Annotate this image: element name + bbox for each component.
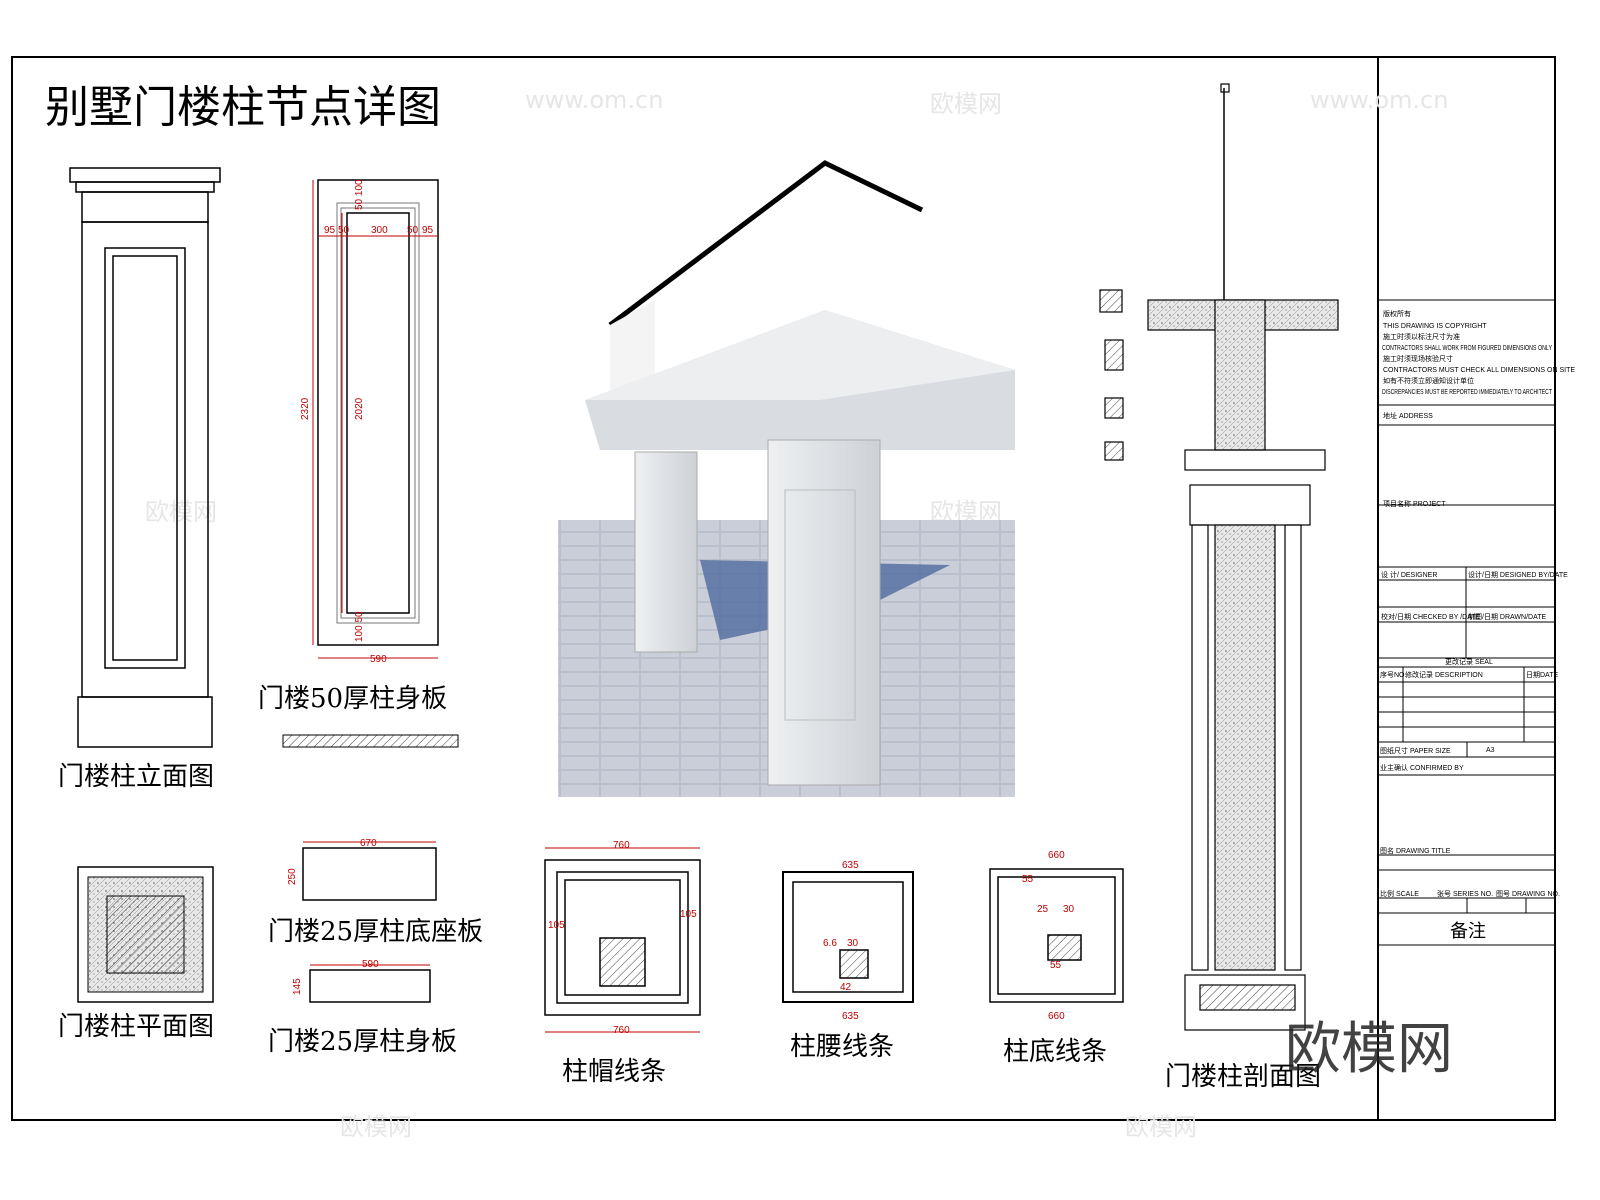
dim-2020: 2020 — [354, 397, 365, 420]
svg-text:设计/日期 DESIGNED BY/DATE: 设计/日期 DESIGNED BY/DATE — [1468, 570, 1568, 579]
svg-text:制图/日期 DRAWN/DATE: 制图/日期 DRAWN/DATE — [1468, 612, 1546, 621]
note3-en: DISCREPANCIES MUST BE REPORTED IMMEDIATE… — [1382, 389, 1553, 396]
svg-text:张号 SERIES NO.: 张号 SERIES NO. — [1437, 889, 1493, 898]
dim-2320: 2320 — [300, 397, 311, 420]
title-block-text: 版权所有 THIS DRAWING IS COPYRIGHT 施工时须以标注尺寸… — [1380, 309, 1575, 942]
dim-42: 42 — [840, 982, 852, 993]
column-plan — [77, 866, 214, 1003]
base-moulding: 660 660 25 30 55 55 — [989, 850, 1124, 1022]
dim-25: 25 — [1037, 904, 1049, 915]
dim-w5: 95 — [422, 225, 434, 236]
column-section — [1099, 83, 1339, 1031]
dim-105: 105 — [548, 920, 565, 931]
cap-label: 柱帽线条 — [562, 1057, 666, 1087]
svg-text:图名 DRAWING TITLE: 图名 DRAWING TITLE — [1380, 846, 1451, 855]
svg-text:比例 SCALE: 比例 SCALE — [1380, 889, 1419, 898]
svg-text:如有不符须立即通知设计单位: 如有不符须立即通知设计单位 — [1383, 376, 1474, 385]
svg-text:图号 DRAWING NO.: 图号 DRAWING NO. — [1496, 890, 1560, 898]
svg-text:施工时须现场核验尺寸: 施工时须现场核验尺寸 — [1383, 354, 1453, 363]
dim-145: 145 — [292, 978, 303, 995]
dim-760: 760 — [613, 840, 630, 851]
dim-w3: 300 — [371, 225, 388, 236]
dim-670: 670 — [360, 838, 377, 849]
dim-55: 55 — [1050, 960, 1062, 971]
dim-590: 590 — [362, 959, 379, 970]
watermark-brand: 欧模网 — [145, 498, 217, 526]
base25-label: 门楼25厚柱底座板 — [268, 917, 483, 947]
plan-label: 门楼柱平面图 — [58, 1012, 214, 1042]
dim-w4: 50 — [407, 225, 419, 236]
watermark-brand: 欧模网 — [340, 1113, 412, 1141]
base-moulding-label: 柱底线条 — [1003, 1037, 1107, 1067]
watermark-url: www.om.cn — [525, 86, 663, 114]
column-elevation — [69, 167, 221, 748]
dim-30: 30 — [1063, 904, 1075, 915]
dim-760: 760 — [613, 1025, 630, 1036]
dim-660: 660 — [1048, 1011, 1065, 1022]
watermark-url: www.om.cn — [1310, 86, 1448, 114]
paper-size-value: A3 — [1486, 747, 1495, 754]
dim-660: 660 — [1048, 850, 1065, 861]
title-block — [1378, 299, 1555, 946]
svg-text:日期DATE: 日期DATE — [1526, 671, 1558, 679]
svg-text:CONTRACTORS MUST CHECK ALL DIM: CONTRACTORS MUST CHECK ALL DIMENSIONS ON… — [1383, 367, 1575, 374]
watermark-brand: 欧模网 — [1125, 1113, 1197, 1141]
dim-250: 250 — [287, 868, 298, 885]
section-label: 门楼柱剖面图 — [1165, 1062, 1321, 1092]
dim-635: 635 — [842, 860, 859, 871]
note1-en: CONTRACTORS SHALL WORK FROM FIGURED DIME… — [1382, 345, 1552, 352]
body-plate-25: 590 145 — [292, 959, 431, 1003]
dim-590: 590 — [370, 654, 387, 665]
dim-635: 635 — [842, 1011, 859, 1022]
elevation-label: 门楼柱立面图 — [58, 762, 214, 792]
dim-w2: 50 — [338, 225, 350, 236]
sheet-border — [11, 56, 1556, 1121]
dim-105: 105 — [680, 909, 697, 920]
brand-watermark: 欧模网 — [1285, 1017, 1453, 1082]
body25-label: 门楼25厚柱身板 — [268, 1027, 457, 1057]
cap-moulding: 760 760 105 105 — [544, 840, 701, 1036]
svg-text:施工时须以标注尺寸为准: 施工时须以标注尺寸为准 — [1383, 332, 1460, 341]
dim-30: 30 — [847, 938, 859, 949]
waist-moulding: 635 635 6.6 30 42 — [782, 860, 914, 1022]
svg-text:图纸尺寸 PAPER SIZE: 图纸尺寸 PAPER SIZE — [1380, 746, 1451, 755]
svg-text:更改记录 SEAL: 更改记录 SEAL — [1445, 657, 1493, 666]
svg-text:地址 ADDRESS: 地址 ADDRESS — [1383, 411, 1433, 420]
svg-text:设 计/ DESIGNER: 设 计/ DESIGNER — [1381, 570, 1437, 579]
column-3d-render — [558, 160, 1015, 797]
dim-bottom: 100 50 — [354, 611, 365, 642]
page-title: 别墅门楼柱节点详图 — [45, 82, 441, 133]
svg-text:修改记录 DESCRIPTION: 修改记录 DESCRIPTION — [1405, 670, 1483, 679]
svg-text:项目名称 PROJECT: 项目名称 PROJECT — [1383, 499, 1446, 508]
svg-text:校对/日期 CHECKED BY /DATE: 校对/日期 CHECKED BY /DATE — [1381, 612, 1481, 621]
dim-6-6: 6.6 — [823, 938, 837, 949]
column-panel-50: 2320 2020 50 100 100 50 590 95 50 300 50… — [282, 179, 459, 748]
svg-text:版权所有: 版权所有 — [1383, 309, 1411, 318]
svg-text:THIS DRAWING IS COPYRIGHT: THIS DRAWING IS COPYRIGHT — [1383, 323, 1487, 330]
remarks-label: 备注 — [1450, 921, 1486, 942]
dim-55: 55 — [1022, 874, 1034, 885]
watermarks: www.om.cn 欧模网 www.om.cn 欧模网 欧模网 欧模网 欧模网 — [145, 86, 1448, 1141]
dim-top: 50 100 — [354, 179, 365, 210]
base-plate-25: 670 250 — [287, 838, 437, 901]
svg-text:序号NO.: 序号NO. — [1380, 670, 1407, 679]
svg-text:业主确认 CONFIRMED BY: 业主确认 CONFIRMED BY — [1380, 763, 1464, 772]
watermark-brand: 欧模网 — [930, 90, 1002, 118]
panel50-label: 门楼50厚柱身板 — [258, 684, 447, 714]
dim-w1: 95 — [324, 225, 336, 236]
waist-label: 柱腰线条 — [790, 1032, 894, 1062]
